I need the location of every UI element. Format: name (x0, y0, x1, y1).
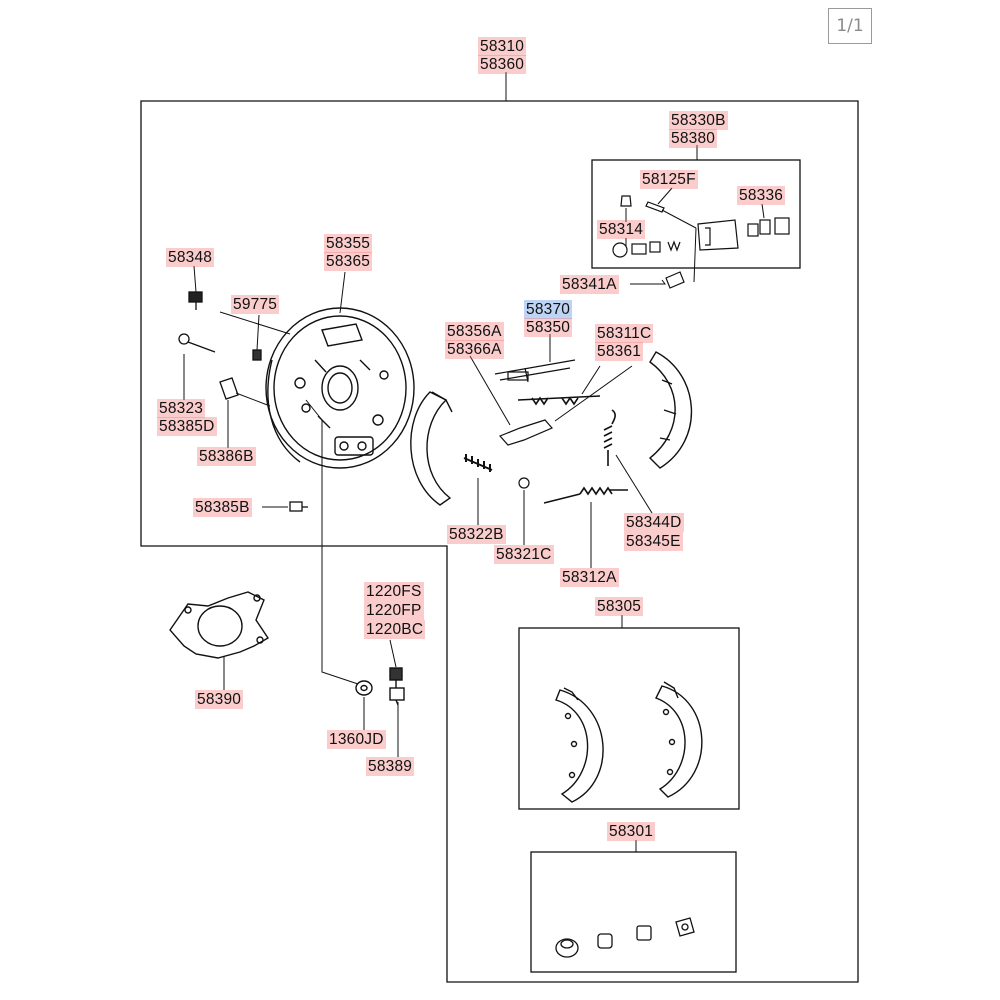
label-58356A[interactable]: 58356A (445, 322, 504, 341)
label-58380[interactable]: 58380 (669, 129, 718, 148)
label-58301[interactable]: 58301 (607, 822, 656, 841)
repair-kit-58301 (555, 917, 695, 958)
label-59775[interactable]: 59775 (231, 295, 280, 314)
label-58312A[interactable]: 58312A (560, 568, 619, 587)
label-58305[interactable]: 58305 (595, 597, 644, 616)
label-58341A[interactable]: 58341A (560, 275, 619, 294)
bolt-58389 (389, 687, 405, 706)
label-58311C[interactable]: 58311C (595, 324, 654, 343)
label-1220FP[interactable]: 1220FP (364, 601, 424, 620)
label-1360JD[interactable]: 1360JD (327, 730, 386, 749)
cylinder-inner-parts (612, 240, 681, 258)
washer-58321C (518, 477, 530, 489)
spring-58311C (517, 395, 601, 406)
spring-58344D (603, 409, 616, 466)
label-58370[interactable]: 58370 (524, 300, 573, 319)
plate-58390 (169, 591, 269, 659)
page-indicator: 1/1 (828, 8, 872, 44)
main-assembly-frame (140, 100, 859, 983)
label-58348[interactable]: 58348 (166, 248, 215, 267)
label-1220FS[interactable]: 1220FS (364, 582, 424, 601)
spring-58312A (543, 486, 628, 504)
adjuster-58370 (494, 359, 576, 383)
label-58125F[interactable]: 58125F (640, 170, 698, 189)
washer-1360JD (355, 680, 373, 696)
label-1220BC[interactable]: 1220BC (364, 620, 426, 639)
wheel-cylinder-58330B (697, 219, 739, 251)
clip-58386B (219, 377, 239, 400)
bolt-58348 (188, 291, 203, 310)
lever-58356A (498, 419, 553, 446)
wheel-cylinder-box (591, 159, 801, 269)
label-58330B[interactable]: 58330B (669, 111, 728, 130)
shoe-kit-58305 (555, 681, 703, 803)
label-58314[interactable]: 58314 (597, 220, 646, 239)
piston-kit-58336 (747, 217, 790, 237)
brake-shoe-box (518, 627, 740, 810)
label-58323[interactable]: 58323 (157, 399, 206, 418)
brake-shoe-left (410, 391, 453, 506)
bolt-59775 (252, 349, 262, 361)
label-58361[interactable]: 58361 (595, 342, 644, 361)
label-58365[interactable]: 58365 (324, 252, 373, 271)
label-58366A[interactable]: 58366A (445, 340, 504, 359)
bolt-58385B (289, 501, 308, 512)
brake-shoe-right (648, 351, 693, 469)
bolt-1220FS (389, 667, 403, 688)
label-58386B[interactable]: 58386B (197, 447, 256, 466)
pin-58323 (178, 333, 216, 353)
label-58355[interactable]: 58355 (324, 234, 373, 253)
leader-lines (183, 72, 765, 852)
cap-58314 (620, 195, 632, 207)
backing-plate (265, 307, 415, 469)
label-58322B[interactable]: 58322B (447, 525, 506, 544)
label-58336[interactable]: 58336 (737, 186, 786, 205)
label-58389[interactable]: 58389 (366, 757, 415, 776)
repair-kit-box (530, 851, 737, 973)
label-58344D[interactable]: 58344D (624, 513, 684, 532)
label-58345E[interactable]: 58345E (624, 532, 683, 551)
label-58390[interactable]: 58390 (195, 690, 244, 709)
label-58321C[interactable]: 58321C (494, 545, 554, 564)
spring-58322B (463, 454, 493, 472)
label-58350[interactable]: 58350 (524, 318, 573, 337)
fitting-58341A (665, 271, 685, 289)
label-58385B[interactable]: 58385B (193, 498, 252, 517)
label-58360[interactable]: 58360 (478, 55, 527, 74)
label-58310[interactable]: 58310 (478, 37, 527, 56)
label-58385D[interactable]: 58385D (157, 417, 217, 436)
bleeder-58125F (645, 201, 665, 213)
